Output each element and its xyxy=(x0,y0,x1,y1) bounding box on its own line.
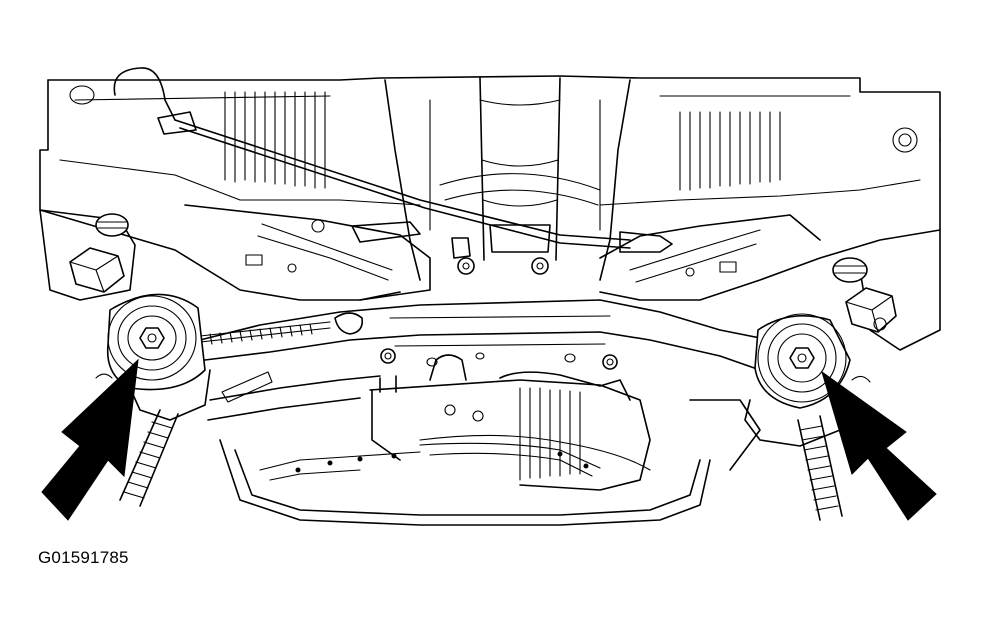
right-bushing-bolt-arrow xyxy=(821,370,937,521)
right-coil-spring xyxy=(797,415,843,521)
left-bushing-bolt-arrow xyxy=(41,358,139,521)
rear-crossmember xyxy=(199,299,771,421)
lower-pan xyxy=(219,399,761,526)
left-crossmember-mount-bolt xyxy=(139,327,165,349)
subframe-plates xyxy=(184,204,821,301)
left-upper-stud xyxy=(95,213,129,237)
rear-differential xyxy=(369,354,651,491)
right-crossmember-mount-bolt xyxy=(789,347,815,369)
floor-pan xyxy=(39,75,941,301)
driveshaft-tunnel xyxy=(384,77,631,281)
parking-brake-cable xyxy=(113,67,673,253)
right-upper-stud xyxy=(832,257,868,283)
left-coil-spring xyxy=(119,409,179,507)
figure-id-label: G01591785 xyxy=(38,548,129,567)
